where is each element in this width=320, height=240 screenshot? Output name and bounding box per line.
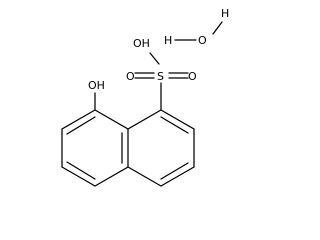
water-hydrogen-left-label: H — [164, 34, 172, 47]
water-molecule — [174, 21, 223, 41]
water-hydrogen-right-label: H — [221, 7, 229, 20]
hydroxyl-label: OH — [88, 79, 105, 92]
bond-c4-c4a — [127, 166, 162, 187]
sulfonyl-oxygen-left-label: O — [126, 70, 135, 83]
double-bond-inner-c1-c2 — [160, 116, 189, 134]
sulfur-label: S — [157, 70, 164, 83]
bond-c8-c8a — [94, 109, 129, 130]
bond-o-h-water-right — [212, 21, 223, 35]
bond-c3-c4 — [160, 166, 195, 187]
naphthalene-ring-system — [61, 109, 195, 187]
water-oxygen-label: O — [198, 34, 207, 47]
bond-c5-c6 — [61, 166, 96, 187]
bond-c8a-c1 — [127, 109, 162, 130]
chemical-structure-diagram: OH OH S O O H O H — [61, 7, 229, 187]
atom-labels: OH OH S O O H O H — [88, 7, 229, 92]
double-bond-inner-c3-c4 — [160, 162, 189, 180]
bond-c4a-c5 — [94, 166, 129, 187]
bond-c1-c2 — [160, 109, 195, 130]
substituent-bonds — [94, 52, 189, 111]
bond-s-oh — [149, 52, 160, 65]
sulfonic-hydroxyl-label: OH — [133, 37, 150, 50]
double-bond-inner-c5-c6 — [66, 161, 96, 180]
sulfonyl-oxygen-right-label: O — [188, 70, 197, 83]
bond-c7-c8 — [61, 109, 96, 130]
double-bond-inner-c7-c8 — [66, 116, 96, 135]
